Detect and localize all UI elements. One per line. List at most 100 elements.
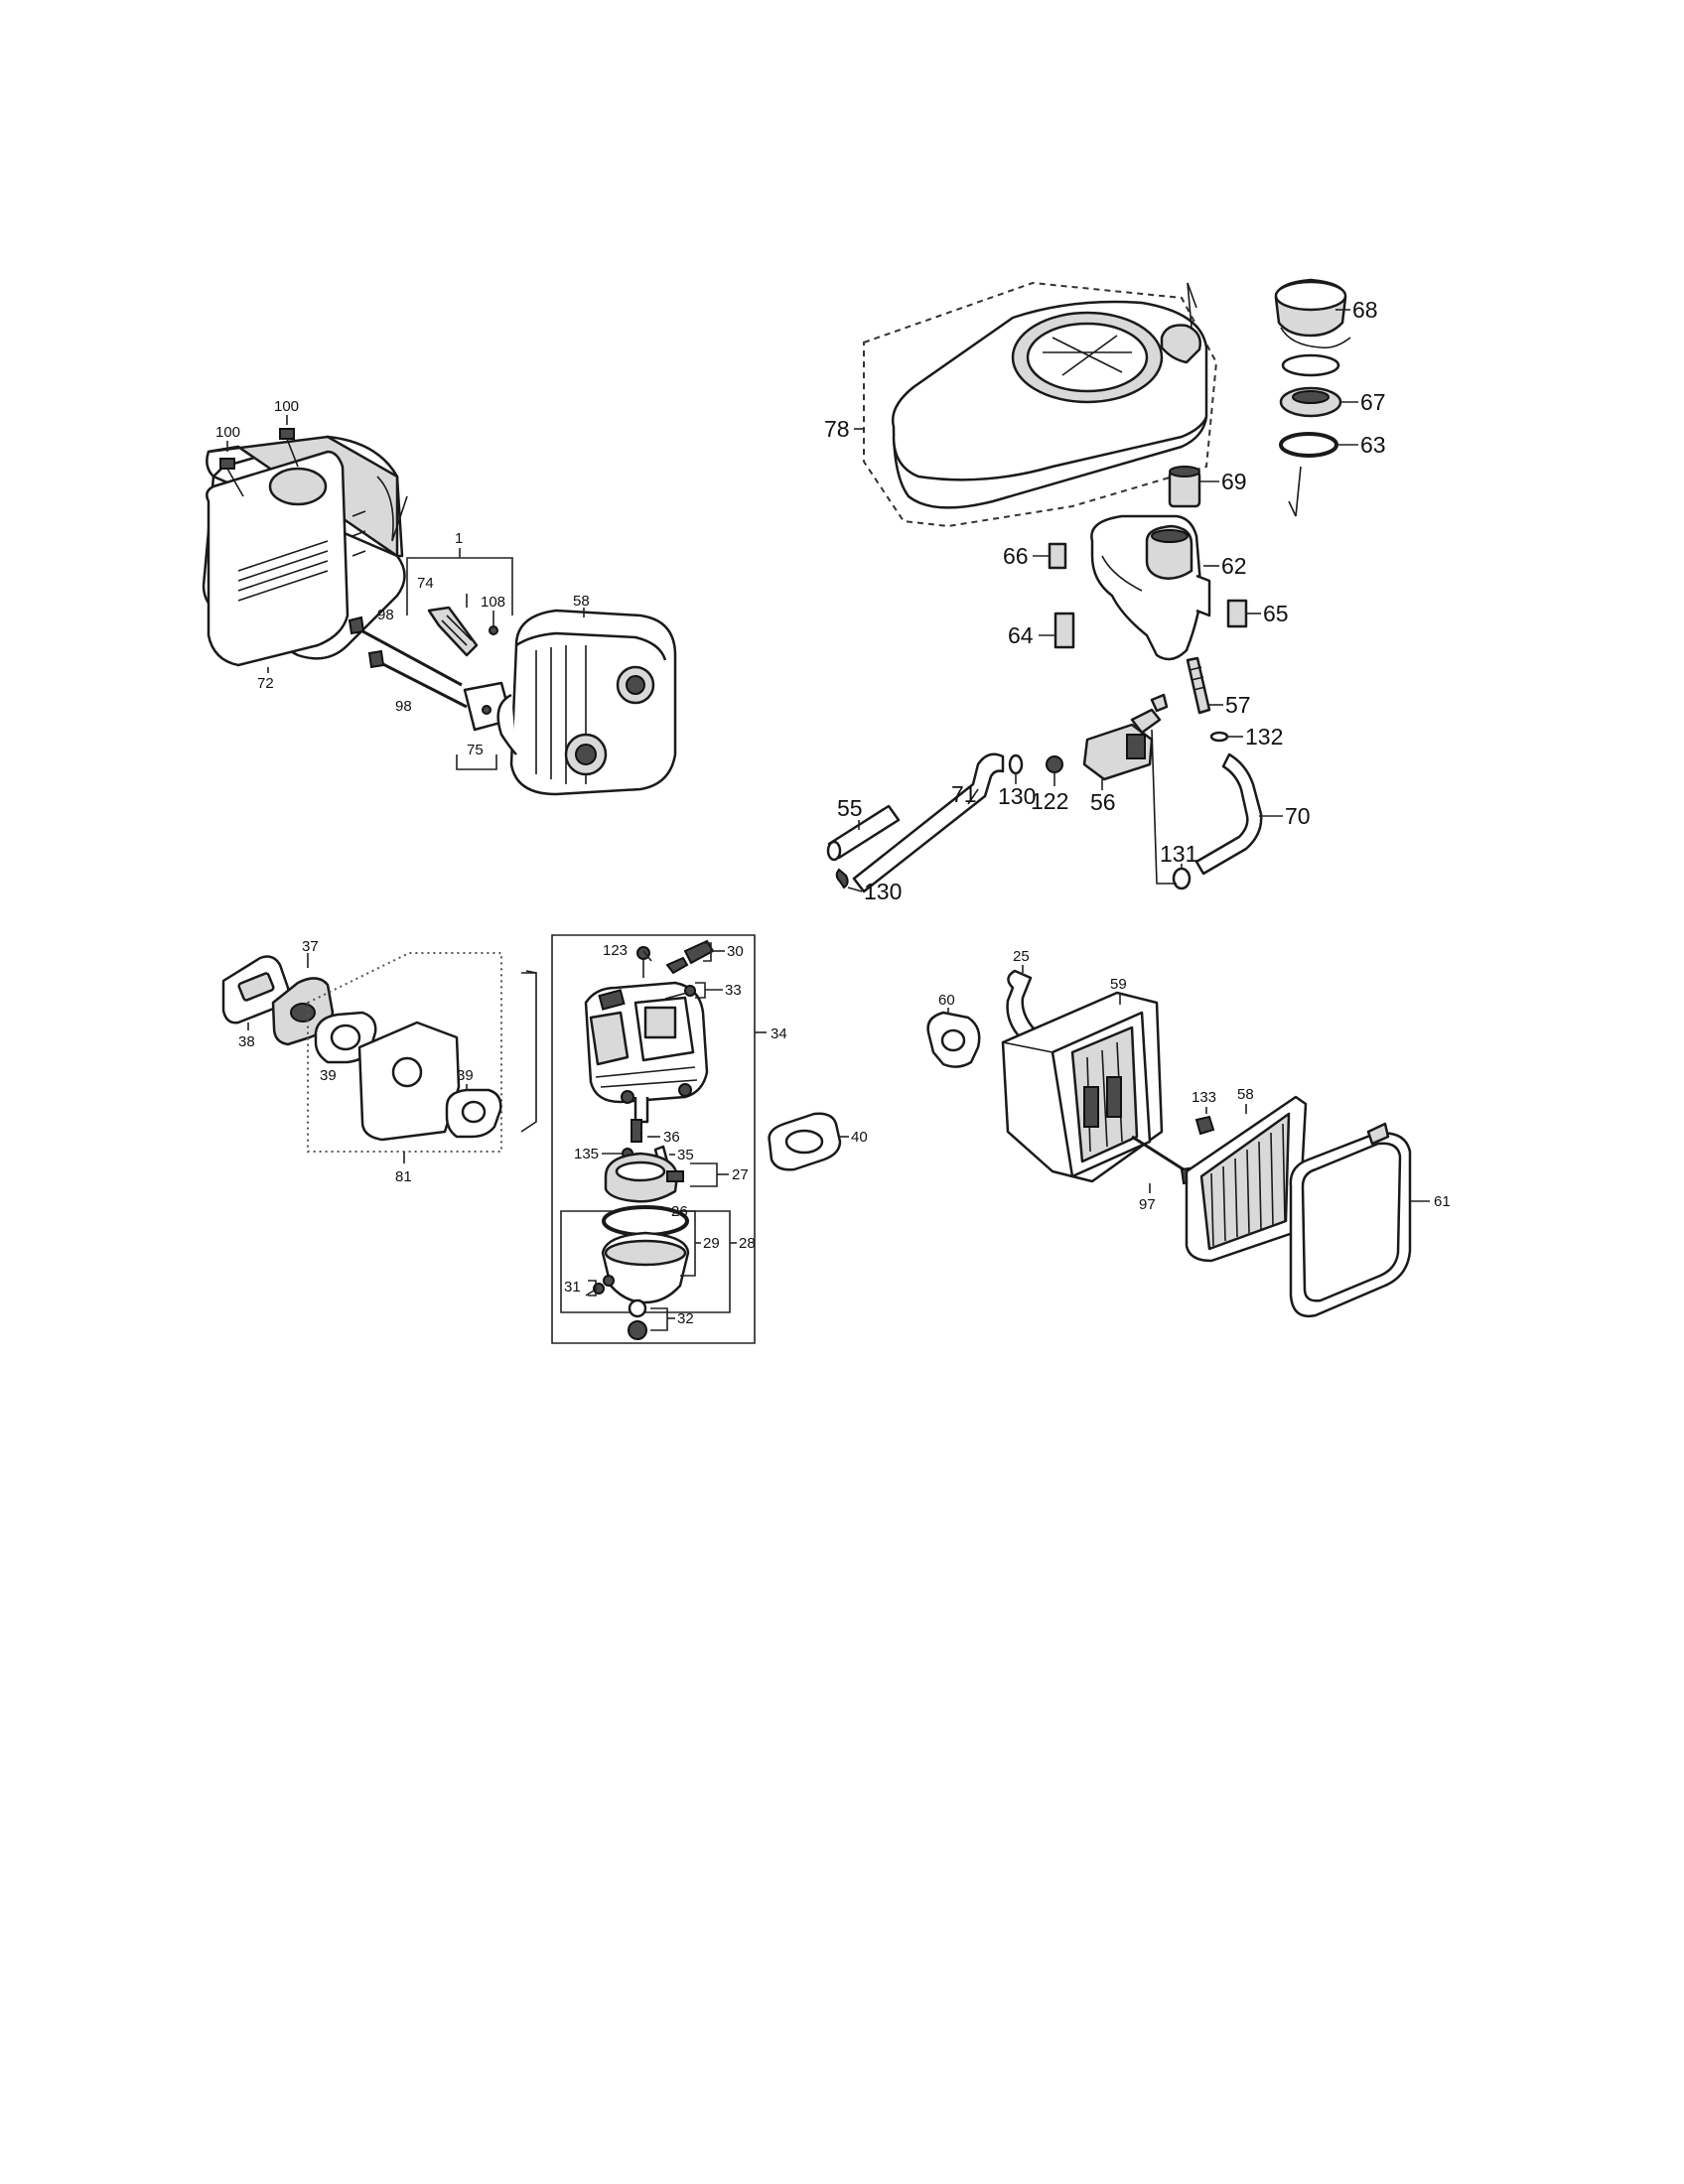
label-133: 133 xyxy=(1192,1089,1216,1106)
bolt-100-b xyxy=(279,428,299,468)
label-57: 57 xyxy=(1225,692,1251,718)
carburetor-body xyxy=(584,981,709,1124)
label-37: 37 xyxy=(302,938,319,955)
heat-shield-72 xyxy=(202,435,408,667)
ring-63 xyxy=(1279,432,1338,458)
bolt-98-a xyxy=(348,615,463,687)
screw-30 xyxy=(665,939,715,975)
muffler-58 xyxy=(496,609,677,796)
label-28: 28 xyxy=(739,1235,756,1252)
screw-31 xyxy=(593,1275,615,1295)
label-31: 31 xyxy=(564,1279,581,1296)
label-67: 67 xyxy=(1360,389,1386,415)
pad-65 xyxy=(1226,599,1248,628)
label-70: 70 xyxy=(1285,803,1311,829)
float-bowl-29 xyxy=(601,1231,690,1304)
label-135: 135 xyxy=(574,1146,599,1162)
label-63: 63 xyxy=(1360,432,1386,458)
label-56: 56 xyxy=(1090,789,1116,815)
fitting-57 xyxy=(1186,656,1211,715)
hose-70 xyxy=(1194,752,1263,876)
carburetor-group xyxy=(221,934,849,1344)
washer-122 xyxy=(1046,755,1063,773)
label-39: 39 xyxy=(320,1067,337,1084)
nut-133 xyxy=(1194,1115,1215,1136)
label-68: 68 xyxy=(1352,297,1378,323)
bolt-32 xyxy=(628,1298,647,1340)
label-74: 74 xyxy=(417,575,434,592)
label-81: 81 xyxy=(395,1168,412,1185)
label-26: 26 xyxy=(671,1203,688,1220)
pad-66 xyxy=(1048,542,1067,570)
bracket-kit-34 xyxy=(551,934,756,1344)
label-66: 66 xyxy=(1003,543,1029,569)
spark-arrestor-74 xyxy=(427,606,479,657)
label-39: 39 xyxy=(457,1067,474,1084)
label-72: 72 xyxy=(257,675,274,692)
label-98: 98 xyxy=(377,607,394,623)
fuel-cap-68 xyxy=(1274,278,1351,349)
shroud-78 xyxy=(891,282,1208,509)
air-cleaner-cover-61 xyxy=(1289,1122,1412,1318)
gasket-under-cap xyxy=(1281,353,1340,377)
strainer-69 xyxy=(1168,466,1201,508)
label-122: 122 xyxy=(1031,788,1068,814)
label-55: 55 xyxy=(837,795,863,821)
label-64: 64 xyxy=(1008,622,1034,648)
label-61: 61 xyxy=(1434,1193,1451,1210)
bolt-100-a xyxy=(219,458,244,497)
label-27: 27 xyxy=(732,1166,749,1183)
label-131: 131 xyxy=(1160,841,1197,867)
label-60: 60 xyxy=(938,992,955,1009)
air-cleaner-group xyxy=(926,965,1430,1318)
label-130: 130 xyxy=(998,783,1036,809)
float-27 xyxy=(604,1152,684,1203)
label-58: 58 xyxy=(1237,1086,1254,1103)
label-69: 69 xyxy=(1221,469,1247,494)
label-65: 65 xyxy=(1263,601,1289,626)
label-38: 38 xyxy=(238,1033,255,1050)
reference-labels: 100 100 1 74 108 98 98 58 75 72 68 67 63… xyxy=(215,297,1451,1327)
label-130: 130 xyxy=(864,879,902,904)
label-98: 98 xyxy=(395,698,412,715)
filter-ring-67 xyxy=(1279,386,1342,418)
jet-36 xyxy=(631,1119,642,1143)
fuel-tank-62 xyxy=(1090,514,1211,661)
label-100: 100 xyxy=(274,398,299,415)
label-97: 97 xyxy=(1139,1196,1156,1213)
clamp-131 xyxy=(1172,867,1192,890)
air-cleaner-case-59 xyxy=(1001,991,1164,1183)
label-132: 132 xyxy=(1245,724,1283,750)
label-29: 29 xyxy=(703,1235,720,1252)
label-1: 1 xyxy=(455,530,463,547)
bolt-98-b xyxy=(367,649,468,709)
label-71: 71 xyxy=(951,781,977,807)
fuel-valve-56 xyxy=(1082,693,1169,781)
label-75: 75 xyxy=(467,742,484,758)
clamp-130-a xyxy=(1008,753,1024,775)
label-25: 25 xyxy=(1013,948,1030,965)
screw-108 xyxy=(489,625,498,635)
label-32: 32 xyxy=(677,1310,694,1327)
clamp-132 xyxy=(1209,731,1229,743)
screw-33 xyxy=(664,985,696,1000)
label-78: 78 xyxy=(824,416,850,442)
label-40: 40 xyxy=(851,1129,868,1146)
pad-64 xyxy=(1053,612,1075,649)
label-30: 30 xyxy=(727,943,744,960)
label-123: 123 xyxy=(603,942,628,959)
clamp-130-b xyxy=(835,868,849,889)
label-58: 58 xyxy=(573,593,590,610)
label-33: 33 xyxy=(725,982,742,999)
muffler-group xyxy=(202,415,677,796)
shroud-outline-78 xyxy=(863,281,1218,528)
fuel-group xyxy=(826,278,1358,893)
kit-outline-81 xyxy=(307,952,502,1153)
label-34: 34 xyxy=(771,1025,787,1042)
hose-71 xyxy=(852,752,1005,893)
label-62: 62 xyxy=(1221,553,1247,579)
label-108: 108 xyxy=(481,594,505,611)
label-36: 36 xyxy=(663,1129,680,1146)
label-35: 35 xyxy=(677,1147,694,1163)
